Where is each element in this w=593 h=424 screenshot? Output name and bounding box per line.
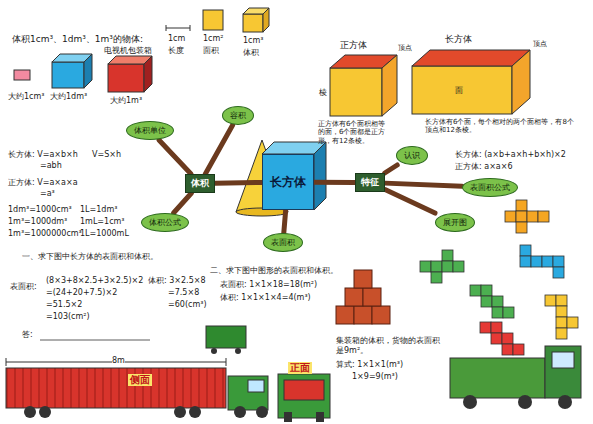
cuboid-node: 长方体 (262, 154, 314, 210)
branch-connector (385, 190, 435, 214)
node-text: 体积单位 (134, 125, 166, 136)
note-label: 体积 (243, 48, 259, 58)
note-label: 答: (22, 330, 33, 340)
note-label: =60(cm³) (168, 300, 207, 310)
note-label: 表面积: 1×1×18=18(m²) (220, 280, 317, 290)
node-text: 长方体 (270, 174, 306, 191)
note-label: (8×3+8×2.5+3×2.5)×2 (46, 276, 143, 286)
note-label: 1cm² (203, 34, 224, 44)
branch-connector (174, 193, 192, 213)
note-label: 体积: 3×2.5×8 (148, 276, 206, 286)
note-label: 大约1cm³ (8, 92, 45, 102)
note-label: =a³ (40, 189, 55, 199)
note-label: =7.5×8 (168, 288, 199, 298)
leaf-node: 表面积 (263, 233, 303, 252)
note-label: 算式: 1×1×1(m³) (336, 360, 403, 370)
branch-connector (159, 140, 191, 174)
note-label: 1×9=9(m³) (352, 372, 398, 382)
leaf-node: 认识 (396, 146, 428, 165)
leaf-node: 展开图 (435, 213, 475, 232)
note-label: 集装箱的体积，货物的表面积是9m²。 (336, 336, 446, 355)
branch-connector (385, 183, 462, 186)
node-text: 体积 (191, 177, 209, 190)
note-label: =(24+20+7.5)×2 (46, 288, 117, 298)
node-text: 容积 (230, 110, 246, 121)
note-label: 长度 (168, 46, 184, 56)
note-label: 表面积: (10, 282, 37, 292)
leaf-node: 容积 (222, 106, 254, 125)
note-label: =51.5×2 (46, 300, 82, 310)
note-label: 1m³=1000dm³ (8, 217, 67, 227)
note-label: 正方体 (340, 40, 367, 51)
branch-connector (385, 165, 397, 173)
note-label: =abh (40, 161, 62, 171)
note-label: 1dm³=1000cm³ (8, 205, 72, 215)
note-label: 1cm³ (243, 36, 264, 46)
note-label: 1cm (168, 34, 185, 44)
node-text: 表面积 (271, 237, 295, 248)
note-label: 二、求下图中图形的表面积和体积。 (210, 266, 338, 276)
note-label: 正方体: a×a×6 (455, 162, 513, 172)
note-label: 体积: 1×1×1×4=4(m³) (220, 293, 311, 303)
node-text: 展开图 (443, 217, 467, 228)
note-label: 顶点 (533, 40, 547, 48)
leaf-node: 表面积公式 (462, 178, 518, 197)
note-label: 侧面 (128, 374, 152, 386)
note-label: 体积1cm³、1dm³、1m³的物体: (12, 34, 143, 45)
branch-connector (215, 180, 262, 186)
node-text: 表面积公式 (470, 182, 510, 193)
note-label: 8m (112, 356, 125, 366)
note-label: 正面 (288, 362, 312, 374)
note-label: 电视机包装箱 (104, 46, 152, 56)
note-label: V=S×h (92, 150, 121, 160)
note-label: 1L=1dm³ (80, 205, 117, 215)
note-label: 1m³=1000000cm³ (8, 229, 82, 239)
note-label: 大约1dm³ (50, 92, 87, 102)
note-label: =103(cm²) (46, 312, 90, 322)
note-label: 面积 (203, 46, 219, 56)
branch-connector (314, 180, 355, 185)
leaf-node: 体积单位 (126, 121, 174, 140)
branch-connector (205, 125, 232, 174)
branch-connector (284, 210, 286, 233)
node-text: 认识 (404, 150, 420, 161)
note-label: 长方体: V=a×b×h (8, 150, 78, 160)
note-label: 长方体: (a×b+a×h+b×h)×2 (455, 150, 566, 160)
branch-hub: 体积 (185, 174, 215, 193)
note-label: 顶点 (398, 44, 412, 52)
note-label: 正方体: V=a×a×a (8, 178, 78, 188)
node-text: 体积公式 (149, 217, 181, 228)
note-label: 一、求下图中长方体的表面积和体积。 (22, 252, 158, 262)
note-label: 长方体有6个面，每个相对的两个面相等，有8个顶点和12条棱。 (425, 118, 575, 135)
node-text: 特征 (361, 176, 379, 189)
note-label: 棱 (319, 88, 327, 98)
leaf-node: 体积公式 (141, 213, 189, 232)
note-label: 大约1m³ (110, 96, 142, 106)
note-label: 1mL=1cm³ (80, 217, 125, 227)
note-label: 1L=1000mL (80, 229, 129, 239)
note-label: 正方体有6个面积相等的面，6个面都是正方形，有12条棱。 (318, 120, 390, 145)
branch-hub: 特征 (355, 173, 385, 192)
note-label: 面 (455, 86, 463, 96)
note-label: 长方体 (445, 34, 472, 45)
